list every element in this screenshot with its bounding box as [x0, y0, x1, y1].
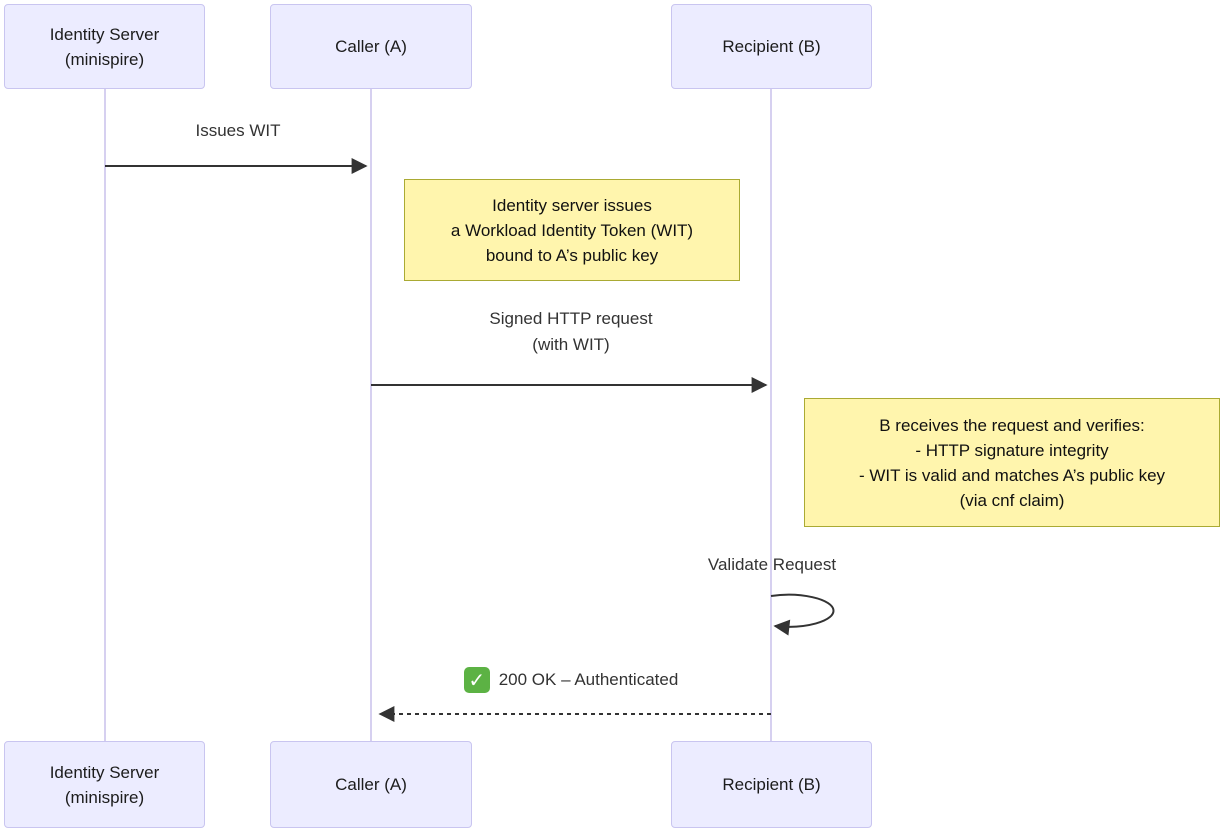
check-mark-icon: ✓: [463, 667, 490, 693]
actor-bottom-recipient-b: Recipient (B): [671, 741, 872, 828]
actor-top-caller-a: Caller (A): [270, 4, 472, 89]
message-label-issues-wit: Issues WIT: [195, 121, 281, 140]
message-label-signed-http-request: Signed HTTP request (with WIT): [489, 309, 653, 354]
note-b-verifies-request: B receives the request and verifies: - H…: [804, 398, 1220, 527]
self-loop-arrow-validate-request: [770, 593, 835, 636]
actor-bottom-identity-server: Identity Server (minispire): [4, 741, 205, 828]
actor-top-identity-server: Identity Server (minispire): [4, 4, 205, 89]
message-label-200-ok-text: 200 OK – Authenticated: [498, 670, 679, 689]
actor-bottom-caller-a: Caller (A): [270, 741, 472, 828]
actor-top-recipient-b: Recipient (B): [671, 4, 872, 89]
message-label-200-ok: ✓ 200 OK – Authenticated: [371, 665, 771, 695]
message-label-validate-request: Validate Request: [707, 555, 837, 574]
note-identity-server-issues-wit: Identity server issues a Workload Identi…: [404, 179, 740, 281]
